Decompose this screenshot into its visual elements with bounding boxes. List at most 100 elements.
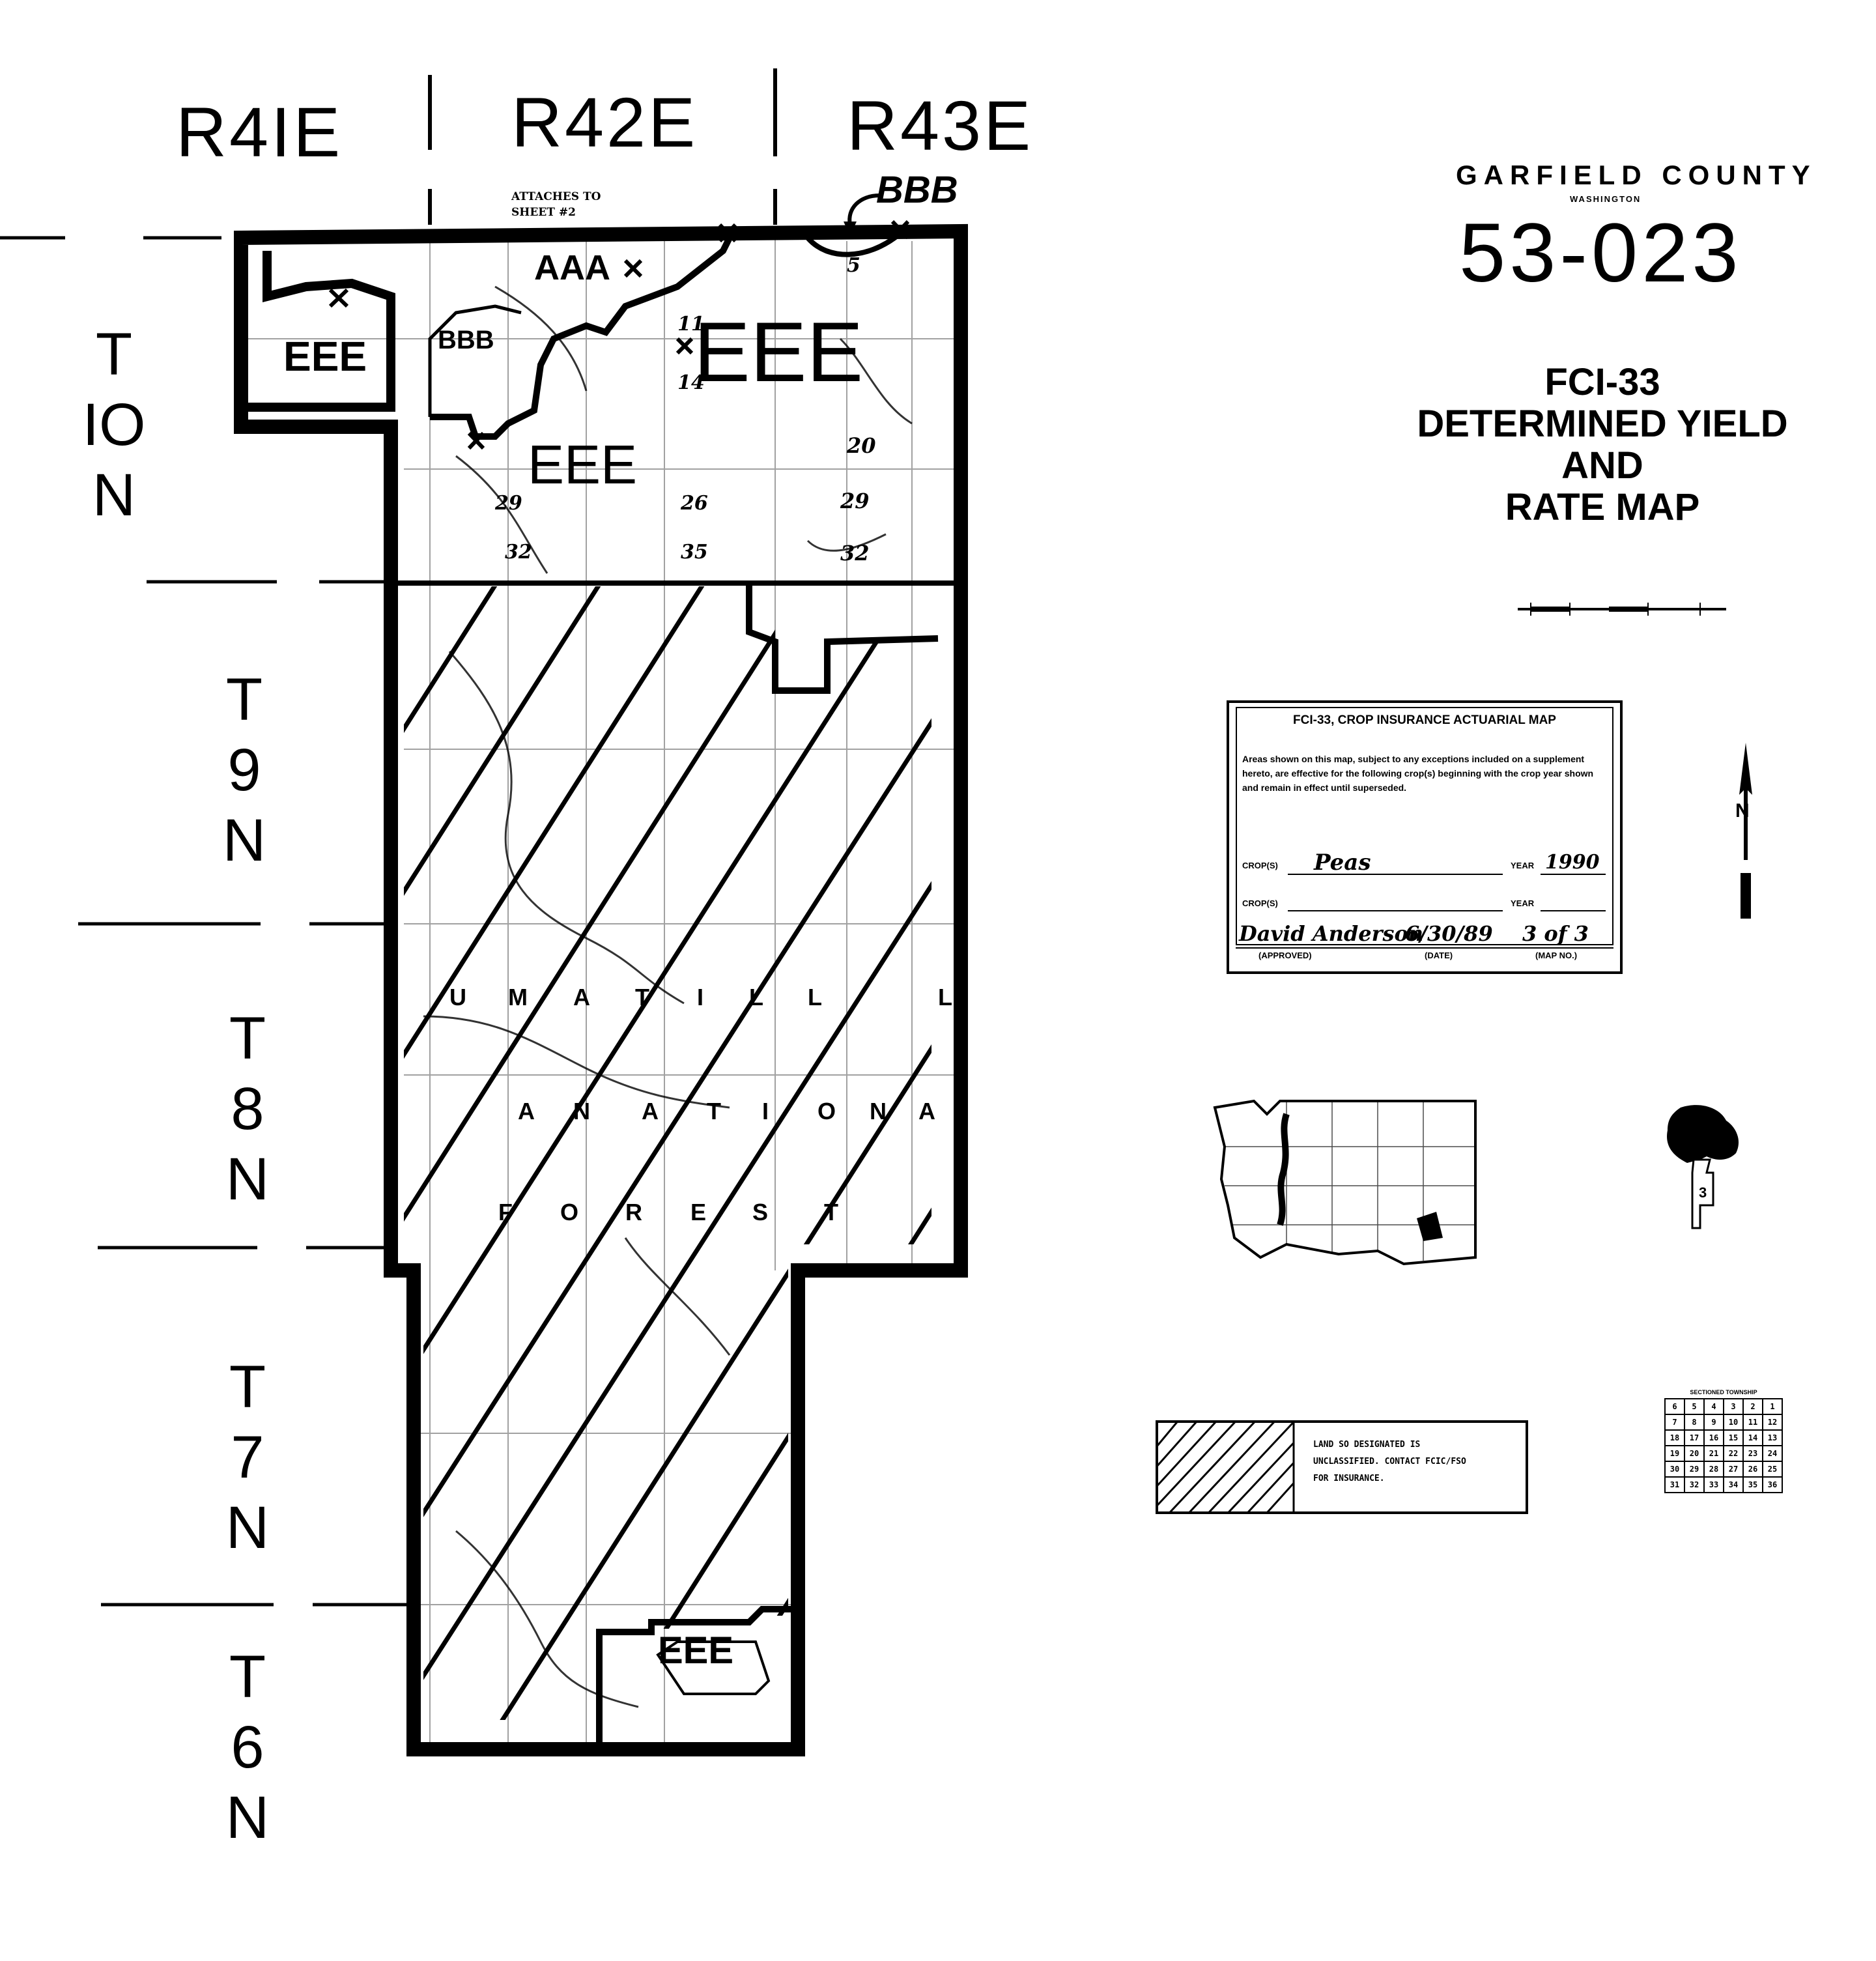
range-label-r42e: R42E bbox=[511, 83, 698, 162]
section-cell: 33 bbox=[1703, 1476, 1724, 1493]
section-cell: 16 bbox=[1703, 1429, 1724, 1446]
section-cell: 15 bbox=[1723, 1429, 1744, 1446]
section-number: 29 bbox=[840, 489, 870, 513]
section-cell: 20 bbox=[1684, 1445, 1705, 1462]
section-number: 11 bbox=[677, 313, 705, 336]
forest-letter: E bbox=[690, 1199, 707, 1225]
state-key-map bbox=[1213, 1099, 1477, 1266]
zone-label-eee-nw: EEE bbox=[283, 333, 367, 380]
section-cell: 31 bbox=[1664, 1476, 1685, 1493]
actuarial-body: Areas shown on this map, subject to any … bbox=[1242, 754, 1594, 793]
section-cell: 13 bbox=[1762, 1429, 1783, 1446]
section-cell: 14 bbox=[1742, 1429, 1763, 1446]
township-label-t10n: T IO N bbox=[82, 321, 146, 528]
section-number: 32 bbox=[505, 541, 532, 564]
zone-label-bbb-west: BBB bbox=[438, 326, 494, 354]
approval-date: 6/30/89 bbox=[1405, 921, 1493, 946]
crop-value-1: Peas bbox=[1314, 850, 1371, 876]
forest-letter: A bbox=[573, 984, 590, 1010]
scale-bar bbox=[1518, 603, 1726, 616]
section-cell: 9 bbox=[1703, 1414, 1724, 1431]
section-cell: 6 bbox=[1664, 1398, 1685, 1415]
forest-letter: U bbox=[449, 984, 466, 1010]
forest-letter: T bbox=[707, 1098, 721, 1124]
forest-letter: A bbox=[518, 1098, 535, 1124]
actuarial-box: FCI-33, CROP INSURANCE ACTUARIAL MAP Are… bbox=[1227, 700, 1623, 974]
section-cell: 17 bbox=[1684, 1429, 1705, 1446]
section-cell: 30 bbox=[1664, 1461, 1685, 1478]
township-lines bbox=[0, 236, 417, 1607]
section-number: 35 bbox=[681, 541, 708, 564]
state-name: WASHINGTON bbox=[1570, 194, 1642, 204]
forest-letter: A bbox=[642, 1098, 659, 1124]
section-cell: 1 bbox=[1762, 1398, 1783, 1415]
section-cell: 10 bbox=[1723, 1414, 1744, 1431]
year-label-1: YEAR bbox=[1511, 861, 1535, 870]
section-number: 32 bbox=[840, 541, 870, 565]
township-label-t7n: T 7 N bbox=[225, 1354, 270, 1561]
forest-letter: A bbox=[918, 1098, 935, 1124]
zone-label-eee-ne: EEE bbox=[694, 304, 864, 399]
section-cell: 27 bbox=[1723, 1461, 1744, 1478]
date-label: (DATE) bbox=[1425, 951, 1453, 960]
forest-letter: M bbox=[508, 984, 528, 1010]
section-number: 20 bbox=[847, 433, 876, 458]
section-cell: 32 bbox=[1684, 1476, 1705, 1493]
forest-letter: O bbox=[817, 1098, 836, 1124]
forest-letter: I bbox=[697, 984, 704, 1010]
section-cell: 19 bbox=[1664, 1445, 1685, 1462]
forest-letter: T bbox=[824, 1199, 838, 1225]
north-arrow-icon bbox=[1739, 743, 1752, 919]
forest-letter: I bbox=[762, 1098, 769, 1124]
zone-label-eee-center: EEE bbox=[528, 434, 638, 495]
forest-letter: L bbox=[938, 984, 952, 1010]
forest-letter: T bbox=[635, 984, 649, 1010]
county-name: GARFIELD COUNTY bbox=[1456, 160, 1817, 190]
section-cell: 24 bbox=[1762, 1445, 1783, 1462]
forest-letter: N bbox=[573, 1098, 590, 1124]
grid-title: SECTIONED TOWNSHIP bbox=[1690, 1389, 1757, 1396]
township-label-t8n: T 8 N bbox=[225, 1005, 270, 1212]
range-label-r43e: R43E bbox=[847, 86, 1034, 165]
zone-label-eee-south: EEE bbox=[658, 1629, 734, 1672]
year-value-1: 1990 bbox=[1545, 851, 1600, 874]
forest-letter: N bbox=[870, 1098, 887, 1124]
section-cell: 22 bbox=[1723, 1445, 1744, 1462]
township-label-t9n: T 9 N bbox=[222, 666, 266, 874]
section-cell: 18 bbox=[1664, 1429, 1685, 1446]
boundary-x-marks bbox=[328, 220, 910, 450]
section-number: 29 bbox=[495, 492, 522, 515]
crop-label-1: CROP(S) bbox=[1242, 861, 1278, 870]
range-label-r41e: R4IE bbox=[176, 93, 343, 171]
forest-letter: F bbox=[498, 1199, 513, 1225]
map-no-value: 3 of 3 bbox=[1522, 921, 1589, 946]
section-cell: 28 bbox=[1703, 1461, 1724, 1478]
zone-label-bbb-north: BBB bbox=[876, 169, 958, 211]
north-arrow-letter: N bbox=[1735, 800, 1750, 822]
section-cell: 8 bbox=[1684, 1414, 1705, 1431]
section-cell: 7 bbox=[1664, 1414, 1685, 1431]
section-cell: 25 bbox=[1762, 1461, 1783, 1478]
zone-label-aaa: AAA bbox=[534, 248, 610, 287]
section-cell: 5 bbox=[1684, 1398, 1705, 1415]
section-cell: 26 bbox=[1742, 1461, 1763, 1478]
year-label-2: YEAR bbox=[1511, 898, 1535, 908]
map-no-label: (MAP NO.) bbox=[1535, 951, 1578, 960]
section-cell: 4 bbox=[1703, 1398, 1724, 1415]
crop-label-2: CROP(S) bbox=[1242, 898, 1278, 908]
forest-letter: L bbox=[749, 984, 763, 1010]
section-cell: 11 bbox=[1742, 1414, 1763, 1431]
forest-letter: S bbox=[752, 1199, 769, 1225]
county-locator-icon bbox=[1667, 1105, 1739, 1229]
section-cell: 34 bbox=[1723, 1476, 1744, 1493]
section-number: 14 bbox=[677, 371, 705, 394]
legend-text: LAND SO DESIGNATED IS UNCLASSIFIED. CONT… bbox=[1313, 1440, 1466, 1483]
approved-label: (APPROVED) bbox=[1258, 951, 1312, 960]
